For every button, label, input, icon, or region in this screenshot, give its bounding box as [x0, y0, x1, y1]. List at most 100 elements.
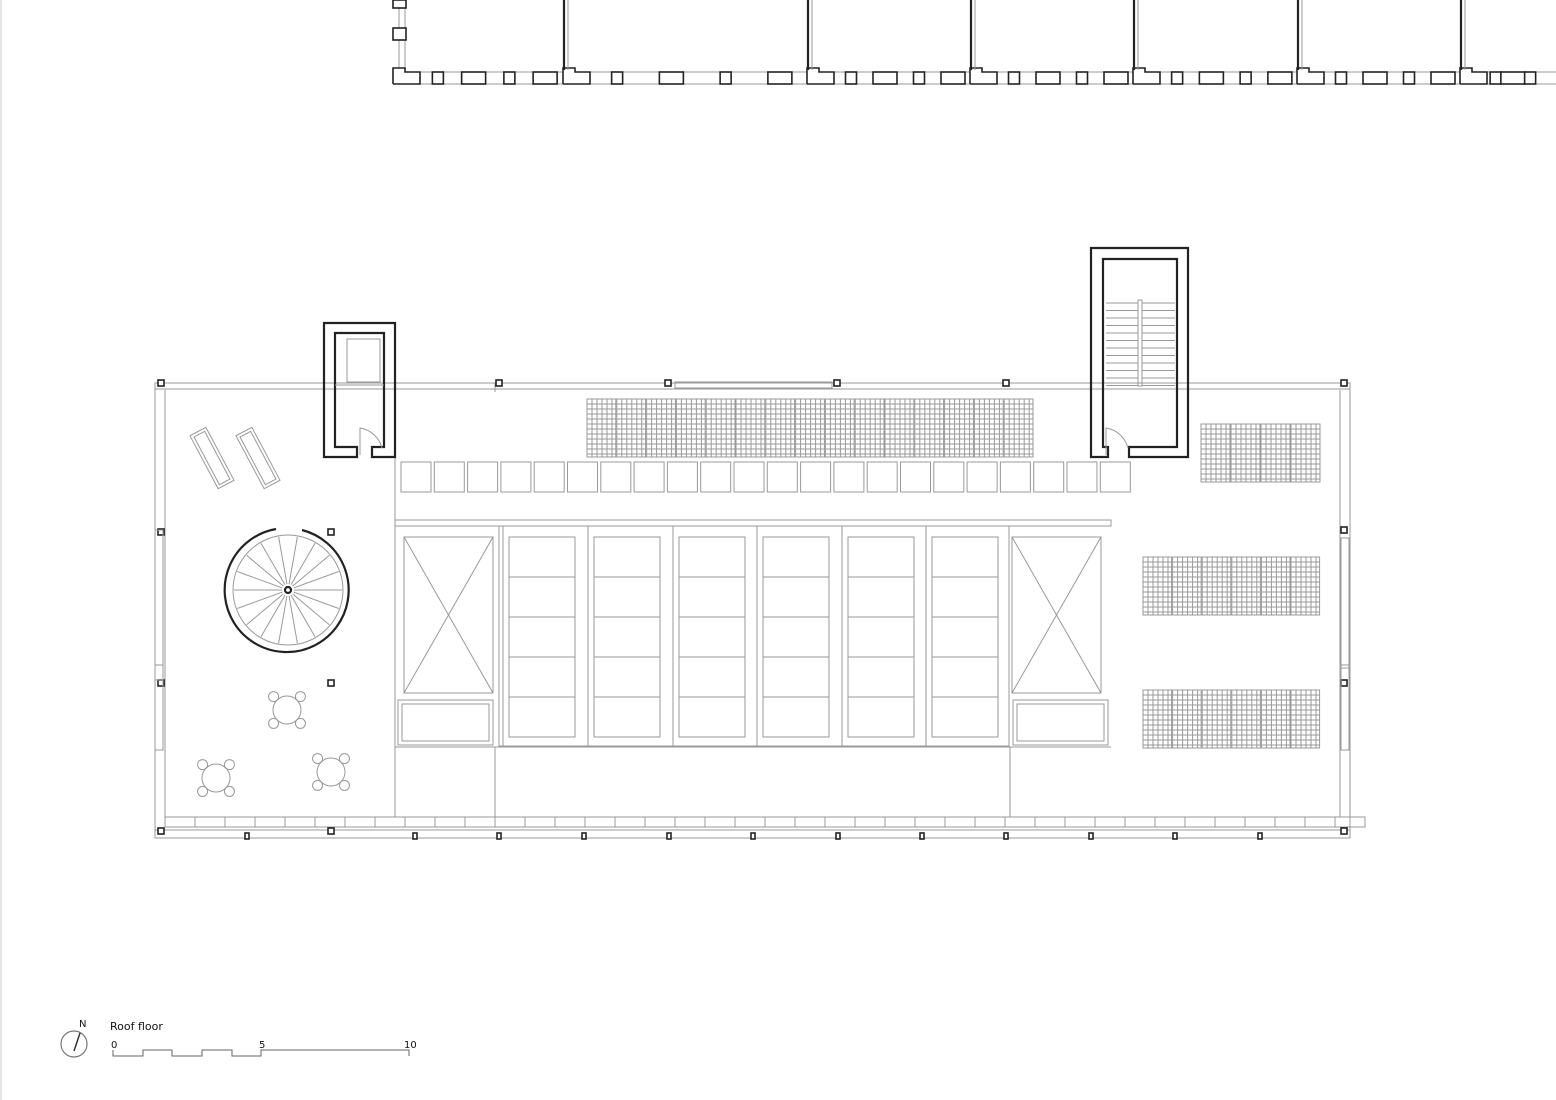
solar-panel	[884, 398, 915, 458]
wall-panel	[1340, 664, 1350, 751]
glass-pane	[678, 616, 746, 658]
solar-panel	[1231, 556, 1261, 616]
planter	[633, 461, 665, 493]
column	[1257, 832, 1263, 840]
stair-tower-left	[322, 321, 397, 459]
chair	[312, 779, 324, 791]
corner-pier	[969, 67, 998, 85]
solar-panel	[586, 398, 617, 458]
window-pier	[1500, 71, 1526, 85]
skylight-box	[401, 703, 490, 742]
planter	[666, 461, 698, 493]
column	[1075, 71, 1089, 85]
column	[750, 832, 756, 840]
door-swing	[359, 427, 383, 455]
column	[503, 71, 516, 85]
planter	[500, 461, 532, 493]
planter	[600, 461, 632, 493]
chair	[268, 717, 280, 729]
glass-pane	[508, 616, 576, 658]
window-pier	[1198, 71, 1225, 85]
solar-panel	[735, 398, 766, 458]
corner-pier	[806, 67, 835, 85]
scale-bar	[112, 1049, 410, 1057]
lift-shaft	[346, 338, 381, 383]
column	[664, 379, 672, 387]
sun-lounger	[189, 426, 235, 490]
paving-strip	[374, 816, 406, 828]
paving-strip	[554, 816, 586, 828]
paving-strip	[734, 816, 766, 828]
solar-panel	[1142, 689, 1173, 749]
glass-pane	[931, 536, 999, 578]
planter	[966, 461, 998, 493]
glass-pane	[508, 656, 576, 698]
window-pier	[1267, 71, 1293, 85]
paving-strip	[1334, 816, 1366, 828]
roof-terrace	[154, 246, 1366, 840]
planter	[1066, 461, 1098, 493]
column	[912, 71, 926, 85]
glass-pane	[593, 576, 661, 618]
corner-pier	[562, 67, 591, 85]
solar-panel	[616, 398, 647, 458]
paving-strip	[644, 816, 676, 828]
solar-panel	[646, 398, 676, 458]
solar-panel	[1172, 689, 1202, 749]
skylight-void	[1011, 536, 1102, 694]
rooflight-strip	[674, 381, 833, 389]
window-pier	[532, 71, 558, 85]
stair-tread	[260, 542, 286, 586]
glass-pane	[847, 576, 915, 618]
skylight-box	[397, 699, 494, 746]
glass-pane	[508, 576, 576, 618]
paving-strip	[344, 816, 376, 828]
glass-pane	[762, 656, 830, 698]
planter	[866, 461, 898, 493]
chair	[268, 691, 280, 703]
stair-tread	[290, 594, 316, 638]
window-pier	[1035, 71, 1061, 85]
paving-strip	[794, 816, 826, 828]
stair-tread	[293, 571, 339, 589]
column	[844, 71, 858, 85]
column	[496, 832, 502, 840]
paving-strip	[854, 816, 886, 828]
planter	[900, 461, 931, 493]
scale-tick-10: 10	[404, 1040, 417, 1051]
column	[581, 832, 587, 840]
stair-tread	[288, 595, 298, 644]
paving-strip	[404, 816, 436, 828]
column	[1340, 379, 1348, 387]
pier	[392, 27, 407, 41]
chair	[338, 753, 350, 765]
glass-pane	[508, 696, 576, 738]
void-x	[403, 536, 494, 694]
glass-pane	[847, 536, 915, 578]
paving-strip	[674, 816, 706, 828]
column	[327, 528, 335, 536]
table-set	[268, 691, 306, 729]
planter	[700, 461, 732, 493]
pier	[392, 0, 407, 9]
planter	[433, 461, 465, 493]
stair-newel	[283, 585, 293, 595]
table	[201, 763, 231, 793]
scale-tick-0: 0	[111, 1040, 117, 1051]
paving-strip	[224, 816, 256, 828]
column	[327, 827, 335, 835]
paving-strip	[164, 816, 196, 828]
stair-rail	[1137, 299, 1143, 387]
glass-pane	[678, 656, 746, 698]
wall-panel	[154, 664, 164, 751]
paving-strip	[1214, 816, 1246, 828]
stair-tread	[237, 591, 283, 609]
skylight-grid	[498, 525, 1010, 747]
column	[666, 832, 672, 840]
solar-panel	[973, 398, 1004, 458]
glass-pane	[931, 696, 999, 738]
spiral-stair-wall	[223, 527, 350, 654]
solar-panel	[1290, 556, 1321, 616]
paving-strip	[494, 816, 526, 828]
stair-tread	[278, 595, 288, 644]
